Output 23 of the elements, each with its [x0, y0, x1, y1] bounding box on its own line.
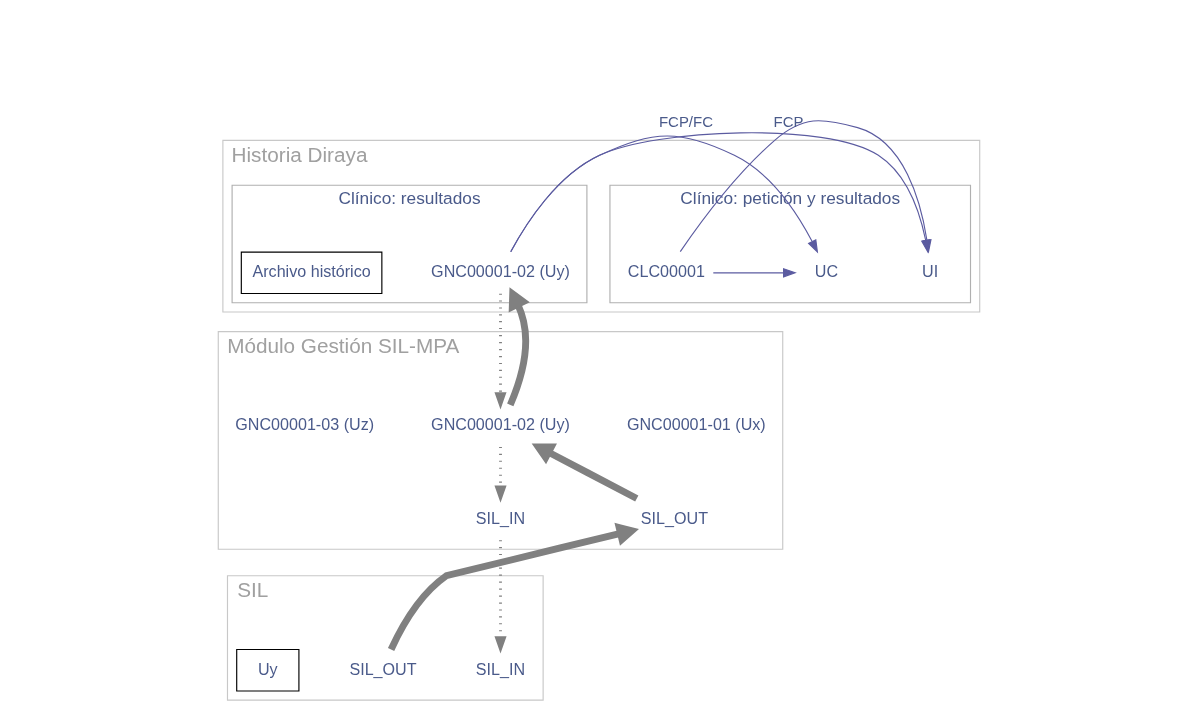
node-text: SIL_IN [475, 508, 525, 527]
node-text: SIL_OUT [640, 508, 708, 527]
node-text: GNC00001-01 (Ux) [626, 414, 766, 433]
arrow [493, 293, 507, 409]
node-text: UI [921, 261, 938, 280]
arrow [493, 539, 507, 654]
node-text: SIL_OUT [348, 658, 417, 677]
node-box: Uy [235, 648, 299, 692]
edge-label: FCP/FC [658, 112, 713, 130]
arrow [712, 267, 797, 278]
arrow [531, 442, 638, 501]
edge-label: FCP [773, 112, 803, 130]
arrow [506, 286, 530, 406]
node-text: GNC00001-02 (Uy) [430, 414, 570, 433]
node-text: GNC00001-03 (Uz) [234, 414, 374, 433]
arrow [387, 522, 639, 651]
node-box: Archivo histórico [240, 251, 382, 294]
node-text: UC [814, 261, 838, 280]
node-text: SIL_IN [475, 658, 525, 677]
node-text: CLC00001 [627, 261, 705, 280]
node-text: GNC00001-02 (Uy) [430, 261, 570, 280]
arrow [493, 446, 507, 503]
arrow [509, 134, 818, 253]
